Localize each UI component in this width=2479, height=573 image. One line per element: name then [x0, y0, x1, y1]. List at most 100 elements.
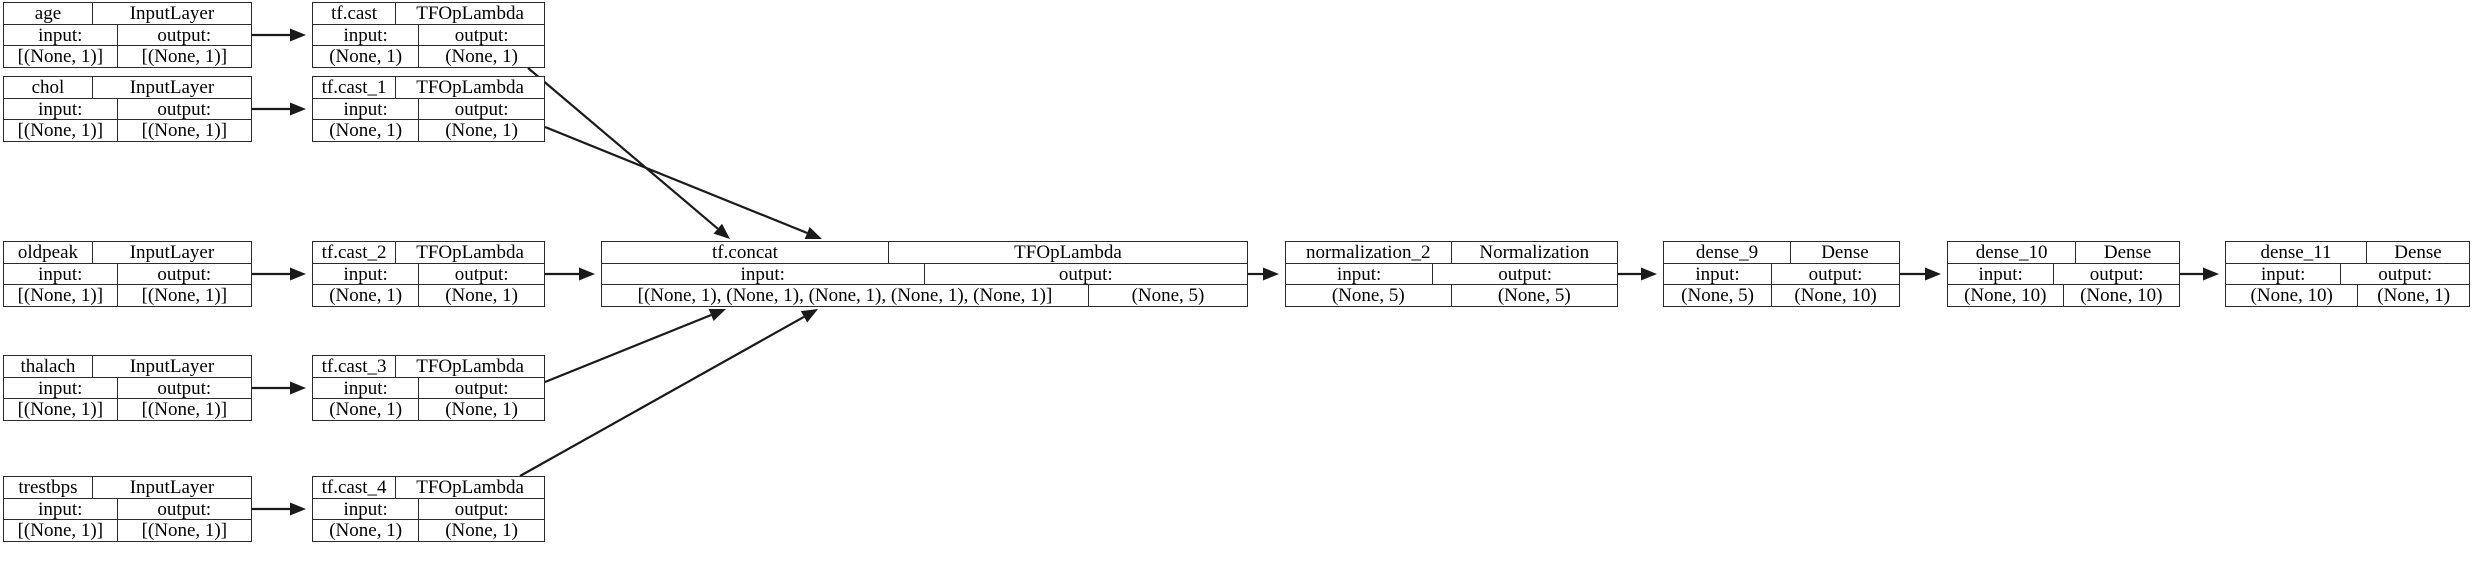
input-shape: (None, 1): [313, 399, 420, 421]
node-row-bot: (None, 1)(None, 1): [313, 46, 544, 68]
node-type: InputLayer: [129, 241, 215, 263]
input-shape: [(None, 1)]: [4, 120, 118, 142]
edge-dense_10-to-dense_11: [2180, 267, 2219, 281]
node-row-bot: [(None, 1)][(None, 1)]: [4, 285, 251, 307]
node-row-bot: [(None, 1)][(None, 1)]: [4, 120, 251, 142]
input-shape: (None, 5): [1664, 285, 1773, 307]
input-shape: [(None, 1)]: [4, 520, 118, 542]
output-shape: (None, 10): [2080, 285, 2163, 307]
node-row-mid: input:output:: [2226, 263, 2469, 286]
node-name: tf.cast_1: [313, 77, 397, 98]
node-name: trestbps: [4, 477, 93, 498]
output-header: output:: [157, 24, 212, 46]
node-type: InputLayer: [129, 355, 215, 377]
input-shape: (None, 1): [313, 46, 420, 68]
edge-oldpeak-to-tf_cast_2: [252, 267, 306, 281]
node-row-bot: [(None, 1)][(None, 1)]: [4, 46, 251, 68]
node-row-mid: input:output:: [313, 24, 544, 47]
output-header: output:: [454, 24, 509, 46]
output-shape: [(None, 1)]: [141, 46, 228, 68]
edge-tf_cast_4-to-tf_concat: [519, 309, 818, 477]
node-row-mid: input:output:: [313, 498, 544, 521]
input-shape: [(None, 1)]: [4, 399, 118, 421]
edge-age-to-tf_cast: [252, 28, 306, 42]
output-shape: (None, 5): [1497, 285, 1571, 307]
edge-normalization_2-to-dense_9: [1618, 267, 1657, 281]
output-header: output:: [1808, 263, 1863, 285]
node-type: TFOpLambda: [1014, 241, 1122, 263]
node-name: thalach: [4, 356, 93, 377]
node-name: dense_9: [1664, 242, 1791, 263]
input-shape: (None, 5): [1286, 285, 1452, 307]
edge-tf_concat-to-normalization_2: [1248, 267, 1279, 281]
output-shape: [(None, 1)]: [141, 520, 228, 542]
node-type: TFOpLambda: [416, 241, 524, 263]
node-name: dense_11: [2226, 242, 2367, 263]
output-header: output:: [454, 98, 509, 120]
input-header: input:: [4, 98, 118, 120]
input-header: input:: [1664, 263, 1773, 285]
node-type: Dense: [2394, 241, 2442, 263]
node-name: tf.cast_3: [313, 356, 397, 377]
output-header: output:: [157, 498, 212, 520]
edge-tf_cast_2-to-tf_concat: [545, 267, 595, 281]
node-type: Dense: [2103, 241, 2152, 263]
input-shape: [(None, 1)]: [4, 285, 118, 307]
input-shape: [(None, 1), (None, 1), (None, 1), (None,…: [602, 285, 1089, 307]
input-header: input:: [313, 377, 420, 399]
edge-trestbps-to-tf_cast_4: [252, 502, 306, 516]
node-type: TFOpLambda: [416, 355, 524, 377]
node-row-mid: input: output:: [4, 98, 251, 121]
input-header: input:: [602, 263, 925, 285]
node-row-mid: input:output:: [313, 377, 544, 400]
node-name: tf.cast_4: [313, 477, 397, 498]
node-name: dense_10: [1948, 242, 2077, 263]
node-row-bot: (None, 1) (None, 1): [313, 399, 544, 421]
output-header: output:: [1058, 263, 1113, 285]
node-name: oldpeak: [4, 242, 93, 263]
input-header: input:: [313, 498, 420, 520]
node-row-mid: input: output:: [4, 24, 251, 47]
input-header: input:: [2226, 263, 2342, 285]
output-shape: (None, 5): [1131, 285, 1205, 307]
input-header: input:: [4, 377, 118, 399]
output-header: output:: [157, 263, 212, 285]
input-header: input:: [4, 263, 118, 285]
node-row-mid: input: output:: [313, 263, 544, 286]
edge-dense_9-to-dense_10: [1900, 267, 1941, 281]
node-name: tf.cast_2: [313, 242, 397, 263]
input-header: input:: [4, 498, 118, 520]
input-shape: (None, 10): [2226, 285, 2359, 307]
node-row-top: tf.cast_4 TFOpLambda: [313, 477, 544, 499]
node-row-top: dense_11 Dense: [2226, 242, 2469, 264]
node-row-mid: input:output:: [1286, 263, 1617, 286]
node-row-top: tf.cast_2 TFOpLambda: [313, 242, 544, 264]
edge-thalach-to-tf_cast_3: [252, 381, 306, 395]
output-shape: (None, 1): [445, 399, 519, 421]
output-header: output:: [157, 98, 212, 120]
node-type: TFOpLambda: [416, 476, 524, 498]
output-header: output:: [454, 263, 509, 285]
input-header: input:: [4, 24, 118, 46]
input-header: input:: [313, 263, 420, 285]
node-row-bot: (None, 1)(None, 1): [313, 520, 544, 542]
